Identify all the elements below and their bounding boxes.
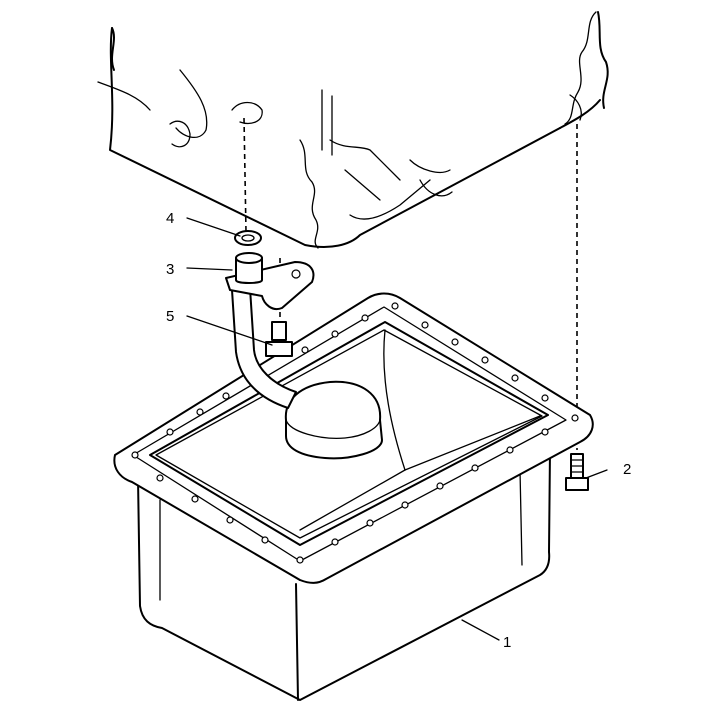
pickup-seal bbox=[234, 230, 262, 246]
callout-5: 5 bbox=[166, 308, 174, 325]
callout-labels: 1 2 3 4 5 bbox=[166, 210, 631, 651]
oil-pan bbox=[113, 292, 594, 701]
callout-4: 4 bbox=[166, 210, 174, 227]
callout-3: 3 bbox=[166, 261, 174, 278]
leader-lines bbox=[186, 217, 608, 641]
callout-2: 2 bbox=[623, 461, 631, 478]
pickup-bolt bbox=[265, 321, 293, 357]
pan-bolt bbox=[565, 453, 589, 491]
engine-block bbox=[97, 11, 609, 249]
callout-1: 1 bbox=[503, 634, 511, 651]
flange-bolt-holes bbox=[131, 302, 579, 564]
oil-pickup-assembly bbox=[225, 252, 383, 460]
